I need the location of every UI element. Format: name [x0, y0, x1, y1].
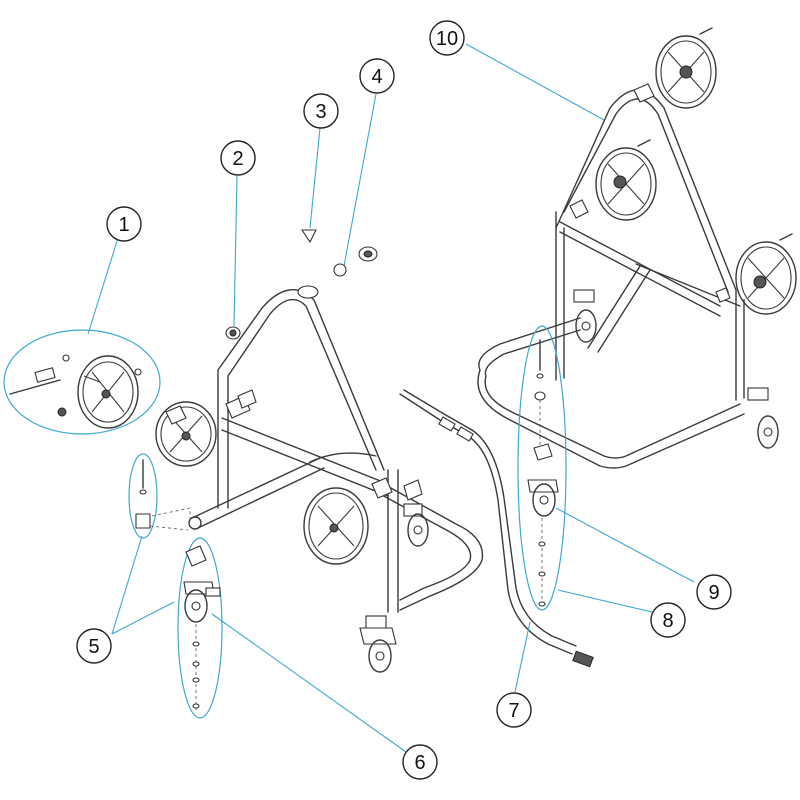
callout-5-label: 5	[88, 636, 99, 658]
assembled-reel-stand	[477, 27, 797, 469]
hand-wheel-left	[155, 401, 217, 467]
caster-frame-front	[359, 615, 397, 673]
part-3-tip	[300, 127, 321, 244]
part-6-caster-kit	[183, 581, 221, 710]
callout-8-label: 8	[662, 610, 673, 632]
callout-9-label: 9	[708, 582, 719, 604]
callout-7: 7	[496, 692, 532, 728]
reel-wheel-top	[655, 27, 717, 109]
part-5-bolt-block	[128, 453, 223, 719]
callout-1: 1	[106, 206, 142, 242]
callout-3: 3	[303, 93, 339, 129]
caster-rear-right	[747, 387, 779, 449]
callout-2: 2	[220, 140, 256, 176]
callout-6-label: 6	[414, 752, 425, 774]
callout-4-label: 4	[371, 66, 382, 88]
callout-10: 10	[429, 20, 465, 56]
callout-7-label: 7	[508, 700, 519, 722]
callout-4: 4	[359, 58, 395, 94]
leader-lines	[87, 43, 695, 753]
callout-6: 6	[402, 744, 438, 780]
callout-1-label: 1	[118, 214, 129, 236]
caster-rear-left	[573, 289, 597, 343]
reel-wheel-right	[735, 233, 797, 315]
callout-10-label: 10	[436, 28, 458, 50]
callout-8: 8	[650, 602, 686, 638]
part-2-nut	[225, 175, 241, 340]
callout-9: 9	[696, 574, 732, 610]
caster-frame-right	[403, 503, 429, 547]
callout-2-label: 2	[232, 148, 243, 170]
part-1-hub-kit	[3, 329, 161, 435]
callout-5: 5	[76, 628, 112, 664]
reel-wheel-middle	[595, 139, 657, 221]
part-8-9-caster-stack	[517, 325, 567, 611]
part-7-hose	[399, 389, 594, 668]
hand-wheel-center	[303, 452, 377, 565]
callout-3-label: 3	[315, 101, 326, 123]
exploded-stand-frame	[155, 285, 484, 673]
part-4-bushing	[333, 93, 378, 277]
